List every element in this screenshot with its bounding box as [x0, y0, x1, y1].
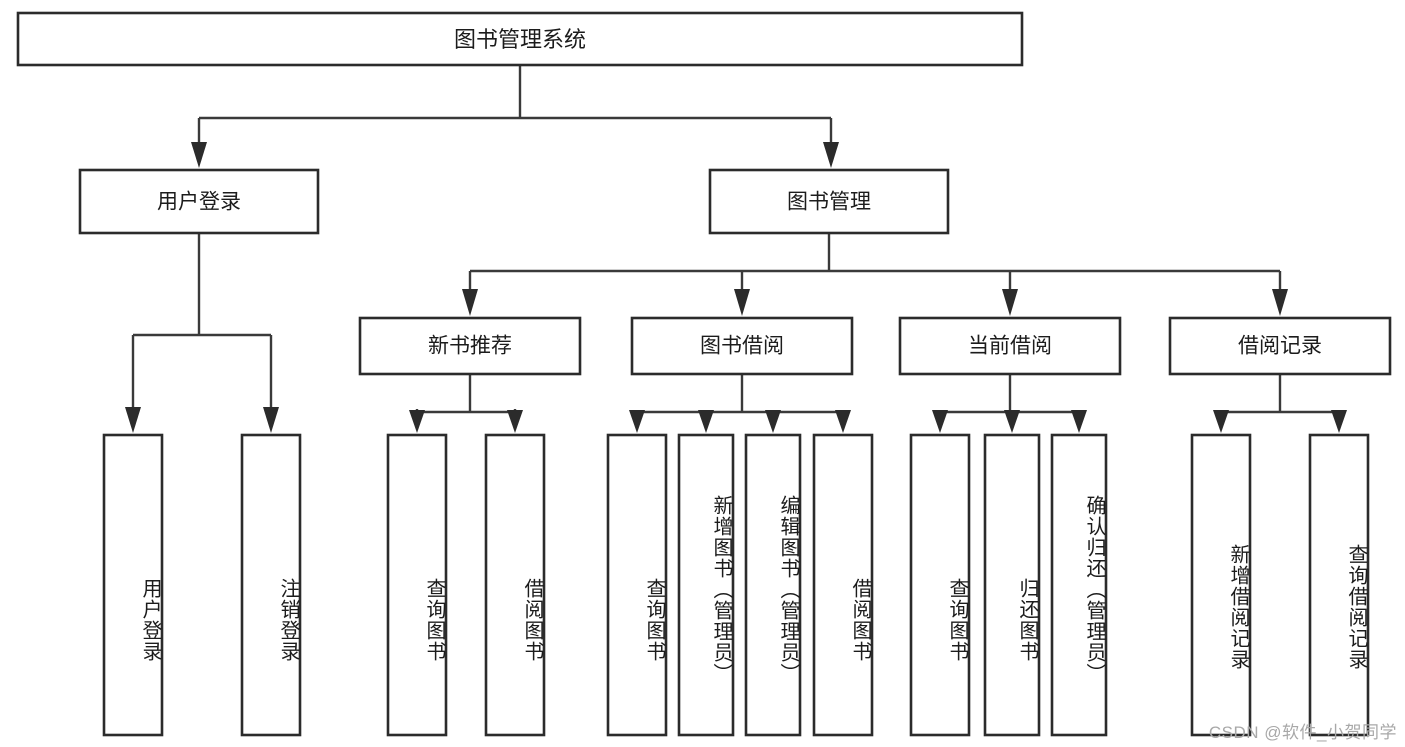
arrow-to-new-book-rec — [462, 289, 478, 316]
arrow-to-leaf-query-record — [1331, 410, 1347, 433]
node-book-borrow-box[interactable] — [630, 316, 854, 376]
leaf-box-query-book-2[interactable] — [606, 433, 668, 737]
arrow-to-leaf-borrow-book-2 — [835, 410, 851, 433]
arrow-to-leaf-query-book-2 — [629, 410, 645, 433]
node-root-box[interactable] — [16, 11, 1024, 67]
node-current-borrow[interactable]: 当前借阅 — [898, 316, 1122, 376]
leaf-box-borrow-book-1[interactable] — [484, 433, 546, 737]
leaf-box-query-book-1[interactable] — [386, 433, 448, 737]
arrow-to-leaf-confirm-return — [1071, 410, 1087, 433]
arrow-to-leaf-query-book-3 — [932, 410, 948, 433]
node-book-borrow-label: 图书借阅 — [700, 335, 784, 358]
arrow-to-book-borrow — [734, 289, 750, 316]
node-user-login[interactable]: 用户登录 — [78, 168, 320, 235]
leaf-box-query-book-3[interactable] — [909, 433, 971, 737]
node-user-login-box[interactable] — [78, 168, 320, 235]
node-user-login-label: 用户登录 — [157, 191, 241, 214]
edge-book-manage-to-bus — [468, 233, 1282, 289]
edge-user-login-to-bus — [131, 233, 273, 407]
arrow-to-user-login — [191, 142, 207, 168]
leaf-box-edit-book[interactable] — [744, 433, 802, 737]
node-book-manage-box[interactable] — [708, 168, 950, 235]
leaf-box-add-record[interactable] — [1190, 433, 1252, 737]
leaf-box-return-book[interactable] — [983, 433, 1041, 737]
edge-borrow-record-to-bus — [1219, 374, 1341, 414]
csdn-watermark: CSDN @软件_小贺同学 — [1208, 723, 1397, 742]
arrow-to-leaf-borrow-book-1 — [507, 410, 523, 433]
arrow-to-leaf-query-book-1 — [409, 410, 425, 433]
node-book-manage-label: 图书管理 — [787, 191, 871, 214]
leaf-box-add-book[interactable] — [677, 433, 735, 737]
leaf-box-confirm-return[interactable] — [1050, 433, 1108, 737]
edge-book-borrow-to-bus — [635, 374, 845, 414]
arrow-to-leaf-user-login — [125, 407, 141, 433]
node-new-book-rec[interactable]: 新书推荐 — [358, 316, 582, 376]
edge-new-book-rec-to-bus — [415, 374, 517, 414]
arrow-to-leaf-return-book — [1004, 410, 1020, 433]
node-book-manage[interactable]: 图书管理 — [708, 168, 950, 235]
connector-group — [125, 65, 1347, 433]
node-new-book-rec-label: 新书推荐 — [428, 335, 512, 358]
node-current-borrow-box[interactable] — [898, 316, 1122, 376]
node-new-book-rec-box[interactable] — [358, 316, 582, 376]
arrow-to-leaf-user-logout — [263, 407, 279, 433]
node-current-borrow-label: 当前借阅 — [968, 335, 1052, 358]
arrow-to-book-manage — [823, 142, 839, 168]
node-root-label: 图书管理系统 — [454, 27, 586, 52]
leaf-box-user-login[interactable] — [102, 433, 164, 737]
arrow-to-borrow-record — [1272, 289, 1288, 316]
arrow-to-leaf-add-book — [698, 410, 714, 433]
node-borrow-record-box[interactable] — [1168, 316, 1392, 376]
edge-current-borrow-to-bus — [938, 374, 1081, 414]
edge-root-to-level2-bus — [197, 65, 833, 142]
arrow-to-current-borrow — [1002, 289, 1018, 316]
leaf-rect-group — [102, 433, 1370, 737]
leaf-box-user-logout[interactable] — [240, 433, 302, 737]
node-borrow-record[interactable]: 借阅记录 — [1168, 316, 1392, 376]
arrow-to-leaf-edit-book — [765, 410, 781, 433]
node-borrow-record-label: 借阅记录 — [1238, 335, 1322, 358]
node-book-borrow[interactable]: 图书借阅 — [630, 316, 854, 376]
leaf-box-borrow-book-2[interactable] — [812, 433, 874, 737]
node-root[interactable]: 图书管理系统 — [16, 11, 1024, 67]
arrow-to-leaf-add-record — [1213, 410, 1229, 433]
leaf-box-query-record[interactable] — [1308, 433, 1370, 737]
